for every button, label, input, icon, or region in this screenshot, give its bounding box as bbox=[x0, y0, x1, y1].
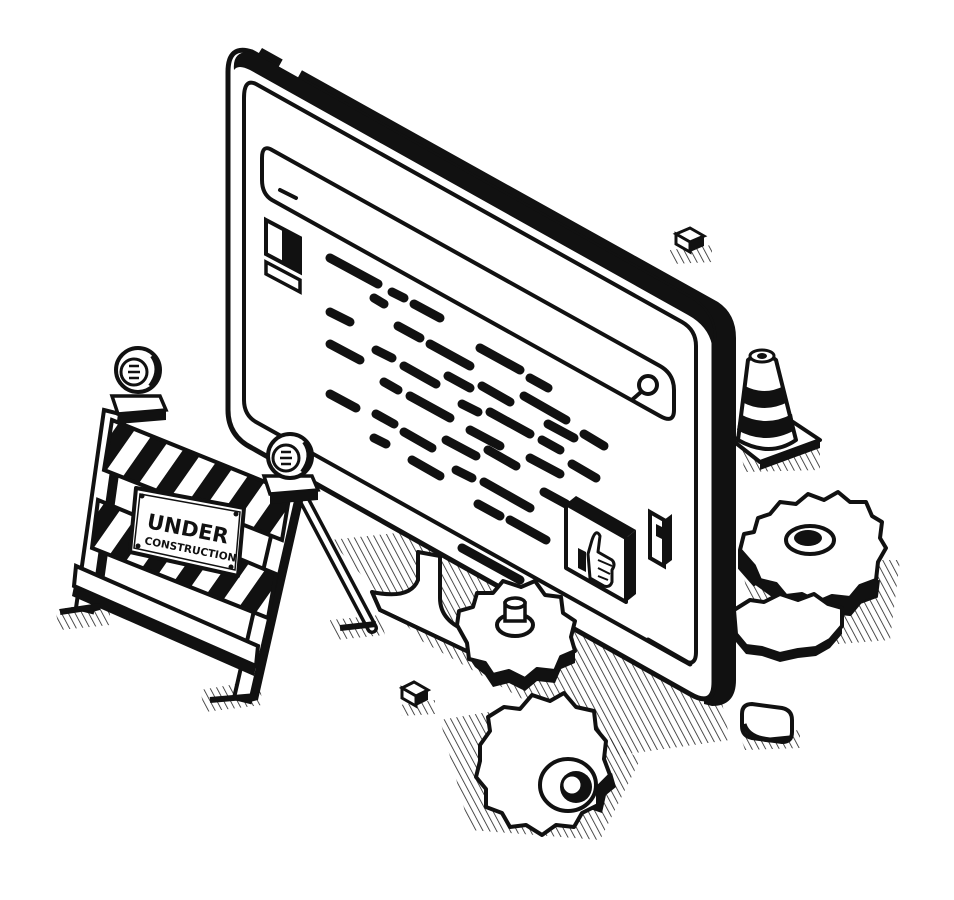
small-block bbox=[740, 701, 794, 745]
scroll-toggle bbox=[648, 508, 672, 570]
monitor bbox=[225, 47, 736, 706]
gear-icon-secondary bbox=[732, 592, 844, 662]
traffic-cone-icon bbox=[730, 348, 822, 470]
construction-barrier: UNDER CONSTRUCTION bbox=[59, 346, 378, 705]
gear-icon-center bbox=[455, 579, 577, 691]
under-construction-sign: UNDER CONSTRUCTION bbox=[128, 486, 246, 578]
small-block bbox=[672, 226, 708, 255]
content-placeholder-lines bbox=[325, 253, 609, 545]
gear-icon bbox=[738, 490, 888, 621]
thumbs-up-icon bbox=[564, 496, 636, 604]
search-bar bbox=[260, 146, 676, 421]
search-icon bbox=[631, 374, 659, 401]
warning-lamp-icon bbox=[109, 346, 169, 424]
gear-icon-bottom bbox=[474, 691, 616, 837]
site-logo-icon bbox=[264, 216, 302, 295]
small-block bbox=[398, 680, 432, 709]
warning-lamp-icon bbox=[261, 432, 321, 504]
